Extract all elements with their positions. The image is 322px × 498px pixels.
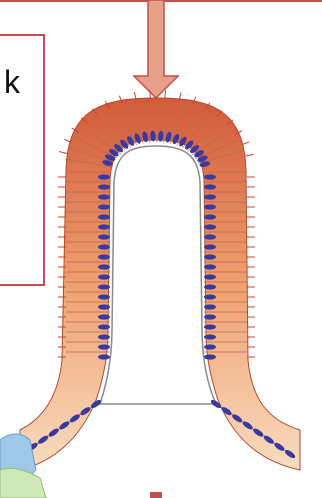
nucleus	[204, 274, 216, 279]
nucleus	[98, 284, 110, 289]
nucleus	[204, 174, 216, 179]
nucleus	[98, 324, 110, 329]
nucleus	[98, 254, 110, 259]
nucleus	[204, 194, 216, 199]
nucleus	[98, 314, 110, 319]
nucleus	[204, 214, 216, 219]
nucleus	[204, 244, 216, 249]
nucleus	[98, 354, 110, 359]
cilium	[59, 151, 67, 153]
nucleus	[98, 334, 110, 339]
nucleus	[204, 234, 216, 239]
nucleus	[98, 194, 110, 199]
nucleus	[98, 274, 110, 279]
nucleus	[98, 344, 110, 349]
nucleus	[98, 244, 110, 249]
nucleus	[204, 294, 216, 299]
bottom-marker	[150, 492, 162, 498]
nucleus	[98, 174, 110, 179]
nucleus	[98, 294, 110, 299]
cilium	[165, 90, 166, 98]
lamina-propria	[100, 146, 216, 404]
nucleus	[204, 204, 216, 209]
nucleus	[204, 314, 216, 319]
cilium	[246, 154, 254, 156]
nucleus	[98, 204, 110, 209]
nucleus	[98, 234, 110, 239]
nucleus	[204, 354, 216, 359]
nucleus	[98, 184, 110, 189]
nucleus	[204, 264, 216, 269]
nucleus	[98, 264, 110, 269]
nucleus	[204, 344, 216, 349]
pointer-arrow	[134, 0, 178, 98]
nucleus	[204, 324, 216, 329]
nucleus	[98, 224, 110, 229]
nucleus	[204, 224, 216, 229]
green-tissue	[0, 468, 46, 498]
nucleus	[98, 214, 110, 219]
villus-epithelium	[20, 98, 300, 470]
nucleus	[204, 284, 216, 289]
nucleus	[204, 304, 216, 309]
nucleus	[204, 184, 216, 189]
nucleus	[98, 304, 110, 309]
arrow-shape	[134, 0, 178, 98]
nucleus	[204, 254, 216, 259]
nucleus	[204, 334, 216, 339]
